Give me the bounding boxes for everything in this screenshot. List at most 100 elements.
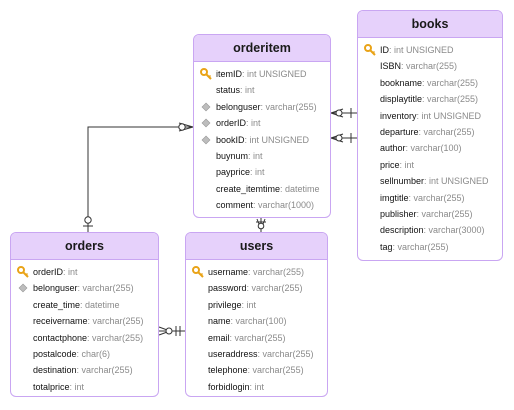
field-type: : varchar(255) <box>76 365 133 376</box>
field-type: : int <box>246 118 261 129</box>
field-name: author <box>380 143 406 154</box>
field-name: password <box>208 283 247 294</box>
field-name: imgtitle <box>380 192 409 203</box>
field-type: : char(6) <box>76 348 111 359</box>
field-row-orderitem-payprice[interactable]: payprice: int <box>194 164 330 180</box>
field-type: : varchar(255) <box>408 192 465 203</box>
key-icon <box>192 266 204 278</box>
field-name: totalprice <box>33 381 70 392</box>
field-row-orderitem-comment[interactable]: comment: varchar(1000) <box>194 197 330 213</box>
field-row-orders-receivername[interactable]: receivername: varchar(255) <box>11 313 158 329</box>
field-type: : varchar(255) <box>257 348 314 359</box>
field-type: : varchar(255) <box>246 283 303 294</box>
field-name: payprice <box>216 167 251 178</box>
field-row-users-email[interactable]: email: varchar(255) <box>186 330 327 346</box>
field-type: : varchar(255) <box>418 126 475 137</box>
key-icon <box>17 266 29 278</box>
field-row-books-isbn[interactable]: ISBN: varchar(255) <box>358 58 502 74</box>
field-type: : varchar(255) <box>422 77 479 88</box>
field-row-orderitem-status[interactable]: status: int <box>194 82 330 98</box>
field-name: create_itemtime <box>216 183 281 194</box>
key-icon <box>200 68 212 80</box>
field-row-users-telephone[interactable]: telephone: varchar(255) <box>186 362 327 378</box>
field-name: itemID <box>216 69 243 79</box>
field-name: displaytitle <box>380 94 423 105</box>
field-name: publisher <box>380 208 417 219</box>
field-name: destination <box>33 365 77 376</box>
field-row-books-id[interactable]: ID: int UNSIGNED <box>358 42 502 58</box>
field-row-orderitem-belonguser[interactable]: belonguser: varchar(255) <box>194 99 330 115</box>
field-row-books-publisher[interactable]: publisher: varchar(255) <box>358 206 502 222</box>
field-name: status <box>216 85 241 96</box>
field-row-orderitem-create_itemtime[interactable]: create_itemtime: datetime <box>194 181 330 197</box>
field-type: : varchar(100) <box>230 316 287 327</box>
field-row-users-useraddress[interactable]: useraddress: varchar(255) <box>186 346 327 362</box>
field-row-orderitem-bookid[interactable]: bookID: int UNSIGNED <box>194 132 330 148</box>
field-type: : varchar(1000) <box>253 200 315 211</box>
field-type: : varchar(255) <box>248 267 305 277</box>
field-name: create_time <box>33 299 81 310</box>
field-row-users-password[interactable]: password: varchar(255) <box>186 280 327 296</box>
field-row-users-name[interactable]: name: varchar(100) <box>186 313 327 329</box>
field-row-orders-contactphone[interactable]: contactphone: varchar(255) <box>11 330 158 346</box>
field-row-users-username[interactable]: username: varchar(255) <box>186 264 327 280</box>
table-users[interactable]: users username: varchar(255)password: va… <box>185 232 328 397</box>
field-row-books-inventory[interactable]: inventory: int UNSIGNED <box>358 108 502 124</box>
table-title: orders <box>11 233 158 260</box>
diamond-icon <box>18 283 28 293</box>
field-row-books-sellnumber[interactable]: sellnumber: int UNSIGNED <box>358 173 502 189</box>
table-title: orderitem <box>194 35 330 62</box>
field-row-orderitem-itemid[interactable]: itemID: int UNSIGNED <box>194 66 330 82</box>
field-type: : int <box>63 267 78 277</box>
field-type: : int UNSIGNED <box>242 69 307 79</box>
field-row-orders-postalcode[interactable]: postalcode: char(6) <box>11 346 158 362</box>
field-row-books-displaytitle[interactable]: displaytitle: varchar(255) <box>358 91 502 107</box>
field-row-users-forbidlogin[interactable]: forbidlogin: int <box>186 379 327 395</box>
field-row-orders-totalprice[interactable]: totalprice: int <box>11 379 158 395</box>
field-row-orderitem-buynum[interactable]: buynum: int <box>194 148 330 164</box>
field-type: : varchar(255) <box>247 365 304 376</box>
field-type: : varchar(255) <box>87 316 144 327</box>
field-type: : int UNSIGNED <box>389 45 454 55</box>
field-type: : int <box>249 381 265 392</box>
field-row-orderitem-orderid[interactable]: orderID: int <box>194 115 330 131</box>
field-name: ISBN <box>380 61 402 72</box>
field-row-books-imgtitle[interactable]: imgtitle: varchar(255) <box>358 190 502 206</box>
field-type: : int UNSIGNED <box>416 110 482 121</box>
field-type: : datetime <box>80 299 120 310</box>
field-row-books-bookname[interactable]: bookname: varchar(255) <box>358 75 502 91</box>
field-row-orders-destination[interactable]: destination: varchar(255) <box>11 362 158 378</box>
field-name: orderID <box>216 118 247 129</box>
field-row-orders-orderid[interactable]: orderID: int <box>11 264 158 280</box>
field-type: : int UNSIGNED <box>424 176 489 187</box>
field-name: username <box>208 267 249 277</box>
field-type: : int <box>241 299 257 310</box>
field-type: : varchar(255) <box>422 94 479 105</box>
field-row-orders-create_time[interactable]: create_time: datetime <box>11 297 158 313</box>
field-name: contactphone <box>33 332 88 343</box>
field-row-books-author[interactable]: author: varchar(100) <box>358 140 502 156</box>
field-name: receivername <box>33 316 88 327</box>
field-type: : varchar(255) <box>416 208 473 219</box>
field-row-books-departure[interactable]: departure: varchar(255) <box>358 124 502 140</box>
field-row-users-privilege[interactable]: privilege: int <box>186 297 327 313</box>
diamond-icon <box>201 102 211 112</box>
field-row-books-tag[interactable]: tag: varchar(255) <box>358 239 502 255</box>
rel-orderitem-orders <box>87 126 193 232</box>
field-name: useraddress <box>208 348 258 359</box>
field-row-books-description[interactable]: description: varchar(3000) <box>358 222 502 238</box>
field-name: telephone <box>208 365 248 376</box>
field-type: : varchar(3000) <box>423 225 485 236</box>
field-name: inventory <box>380 110 417 121</box>
field-row-books-price[interactable]: price: int <box>358 157 502 173</box>
field-row-orders-belonguser[interactable]: belonguser: varchar(255) <box>11 280 158 296</box>
field-type: : datetime <box>280 183 320 194</box>
field-name: bookID <box>216 134 245 145</box>
field-name: price <box>380 159 400 170</box>
field-type: : varchar(255) <box>87 332 144 343</box>
